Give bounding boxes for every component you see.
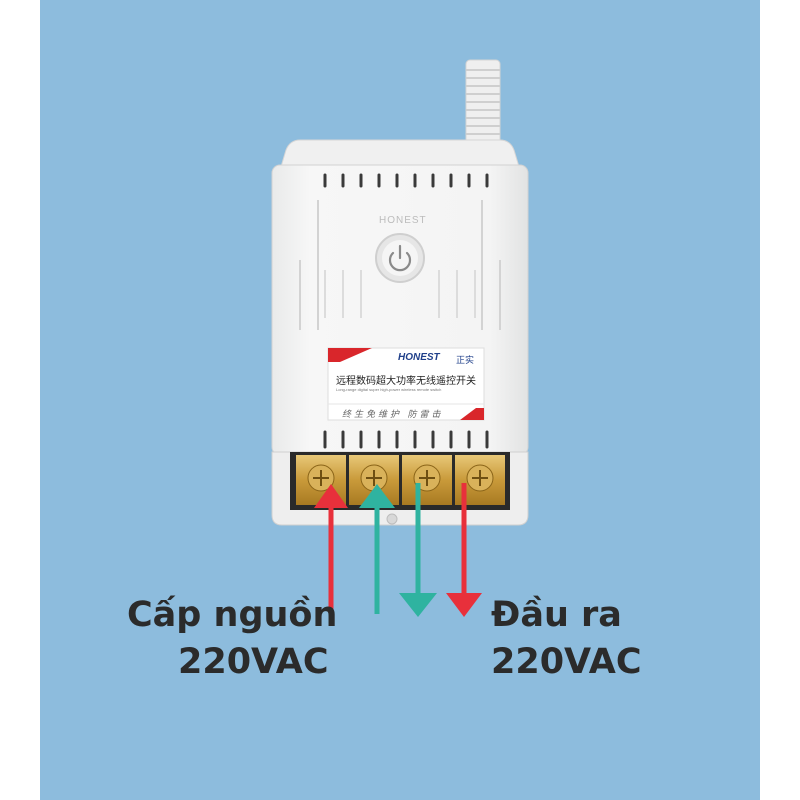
antenna xyxy=(465,59,501,161)
label-subtitle: Long-range digital super high-power wire… xyxy=(336,387,442,392)
output-caption-line1: Đầu ra xyxy=(491,595,622,635)
power-button xyxy=(375,233,425,283)
input-caption-line1: Cấp nguồn xyxy=(127,595,338,635)
input-caption-line2: 220VAC xyxy=(178,642,329,682)
label-brand-cn: 正实 xyxy=(456,355,475,365)
terminal-3 xyxy=(402,455,452,505)
top-vents xyxy=(323,173,489,188)
side-grooves xyxy=(299,200,501,330)
lower-vents xyxy=(323,430,489,449)
mounting-hole xyxy=(386,513,398,525)
label-title-cn: 远程数码超大功率无线遥控开关 xyxy=(336,376,476,387)
input-neutral-arrow xyxy=(359,484,395,614)
input-live-arrow xyxy=(314,484,348,614)
housing-brand: HONEST xyxy=(379,215,427,226)
output-live-arrow xyxy=(446,483,482,617)
power-icon xyxy=(388,244,412,272)
label-handwriting: 终生免维护 防雷击 xyxy=(342,409,444,419)
output-neutral-arrow xyxy=(399,483,437,617)
product-label xyxy=(327,347,485,421)
body-ribs xyxy=(324,270,476,318)
label-brand: HONEST xyxy=(398,352,440,363)
output-caption-line2: 220VAC xyxy=(491,642,642,682)
top-housing xyxy=(279,139,521,171)
